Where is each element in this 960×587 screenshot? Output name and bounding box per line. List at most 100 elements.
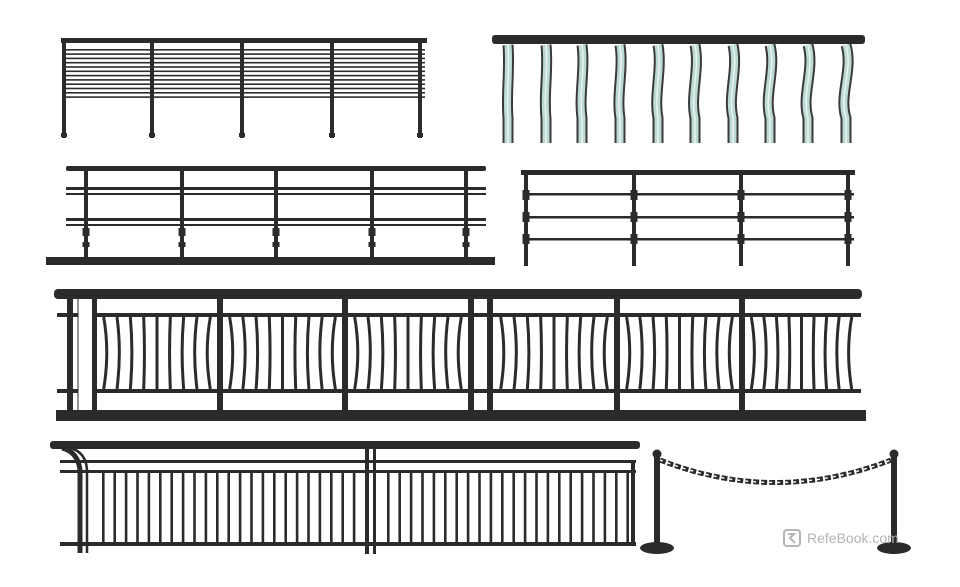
- vertical-baluster: [170, 473, 173, 543]
- post: [330, 40, 334, 138]
- curved-baluster: [102, 316, 109, 390]
- double-rail-handrail: [46, 166, 495, 265]
- vertical-baluster: [615, 473, 618, 543]
- vertical-baluster: [535, 473, 538, 543]
- vertical-baluster: [546, 473, 550, 543]
- vertical-baluster: [523, 473, 527, 543]
- stanchion-base: [877, 542, 911, 554]
- end-post-inner: [69, 446, 89, 553]
- curved-baluster: [353, 316, 360, 390]
- horizontal-bar-railing: [61, 38, 427, 138]
- vertical-baluster: [603, 473, 607, 543]
- curved-baluster: [330, 316, 337, 390]
- post-collar: [82, 228, 90, 236]
- upper-rail: [60, 470, 636, 473]
- lower-rail: [57, 389, 861, 393]
- glass-highlight: [843, 44, 849, 143]
- curved-baluster: [811, 316, 816, 390]
- curved-baluster: [305, 316, 311, 390]
- curved-baluster: [727, 316, 734, 390]
- vertical-baluster: [592, 473, 595, 543]
- curved-baluster: [525, 316, 531, 390]
- post-collar: [368, 228, 376, 236]
- rail: [524, 193, 854, 196]
- vertical-baluster: [159, 473, 162, 543]
- vertical-baluster: [250, 473, 253, 543]
- vertical-baluster: [409, 473, 413, 543]
- vertical-baluster: [432, 473, 436, 543]
- post: [150, 40, 154, 138]
- curved-baluster: [267, 316, 272, 390]
- vertical-baluster: [238, 473, 242, 543]
- curved-baluster: [419, 316, 423, 390]
- glass-tube-railing: [492, 35, 865, 143]
- curved-baluster: [590, 316, 596, 390]
- post-collar: [737, 234, 745, 244]
- post: [342, 298, 348, 411]
- handrail: [492, 35, 865, 44]
- end-post: [61, 445, 83, 553]
- post: [418, 40, 422, 138]
- post: [67, 298, 73, 411]
- post-collar: [630, 190, 638, 200]
- stanchion-left: [654, 456, 660, 544]
- curved-baluster: [602, 316, 609, 390]
- post-collar: [630, 234, 638, 244]
- glass-highlight: [544, 44, 548, 143]
- curved-baluster: [835, 316, 841, 390]
- curved-baluster: [787, 316, 792, 390]
- post-collar: [462, 228, 470, 236]
- curved-baluster: [512, 316, 518, 390]
- post: [84, 170, 88, 258]
- vertical-baluster: [421, 473, 424, 543]
- post: [240, 40, 244, 138]
- curved-baluster: [366, 316, 372, 390]
- post-base: [329, 133, 335, 137]
- glass-highlight: [692, 44, 698, 143]
- base-plinth: [56, 410, 866, 421]
- vertical-baluster: [352, 473, 356, 543]
- curved-baluster: [254, 316, 260, 390]
- post-gap: [78, 299, 92, 410]
- curved-baluster: [431, 316, 437, 390]
- curved-baluster: [690, 316, 695, 390]
- vertical-baluster: [330, 473, 333, 543]
- post-base: [417, 133, 423, 137]
- post-collar: [522, 212, 530, 222]
- handrail: [50, 441, 640, 449]
- post: [180, 170, 184, 258]
- curved-baluster: [379, 316, 385, 390]
- post: [370, 170, 374, 258]
- vertical-baluster: [398, 473, 401, 543]
- glass-highlight: [805, 44, 811, 143]
- curved-baluster: [393, 316, 397, 390]
- chain-stanchion-barrier: [640, 449, 911, 554]
- curved-baluster: [499, 316, 506, 390]
- post-collar: [522, 234, 530, 244]
- curved-baluster: [444, 316, 450, 390]
- post: [91, 298, 97, 411]
- vertical-baluster: [580, 473, 584, 543]
- curved-baluster: [577, 316, 583, 390]
- vertical-baluster: [193, 473, 196, 543]
- curved-baluster: [774, 316, 780, 390]
- curved-baluster: [651, 316, 657, 390]
- bottom-rail: [60, 542, 636, 546]
- post-base: [239, 133, 245, 137]
- vertical-baluster: [318, 473, 322, 543]
- end-post: [631, 462, 635, 546]
- stanchion-cap: [652, 449, 662, 459]
- handrail: [54, 289, 862, 299]
- curved-baluster: [823, 316, 829, 390]
- vertical-baluster: [216, 473, 219, 543]
- curved-baluster: [241, 316, 247, 390]
- vertical-baluster: [569, 473, 572, 543]
- vertical-baluster: [295, 473, 299, 543]
- stanchion-right: [891, 456, 897, 544]
- vertical-baluster-railing: [50, 441, 640, 554]
- post-collar: [630, 212, 638, 222]
- curved-baluster: [205, 316, 212, 390]
- post-collar: [462, 242, 470, 247]
- rail: [524, 238, 854, 241]
